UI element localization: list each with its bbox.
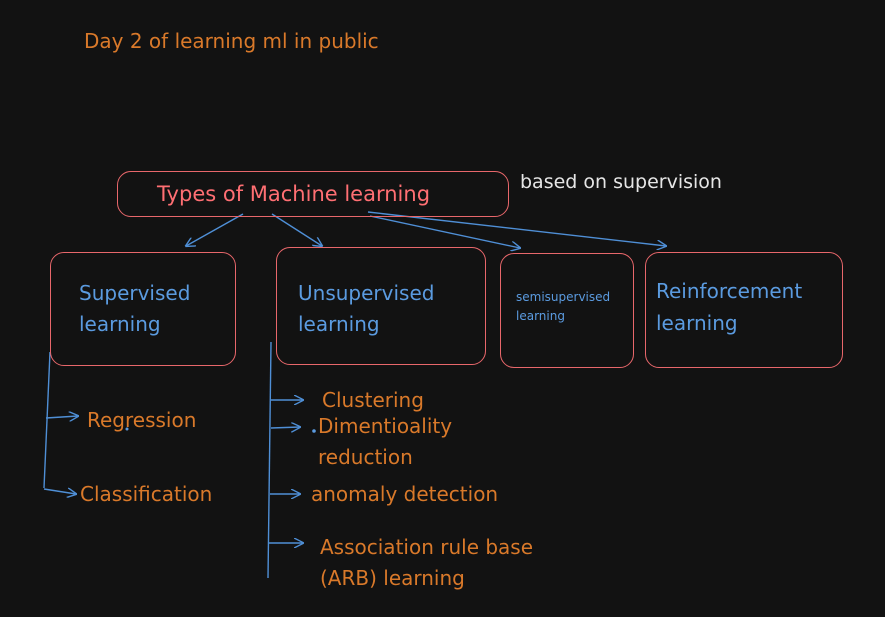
category-box-unsupervised xyxy=(276,247,486,365)
category-reinforcement-line2: learning xyxy=(656,311,738,335)
category-unsupervised-line2: learning xyxy=(298,312,380,336)
item-dimensionality-line2: reduction xyxy=(318,445,413,469)
arrow-to-reinforcement xyxy=(367,211,666,246)
arrow-to-unsupervised xyxy=(271,213,322,246)
item-association-line2: (ARB) learning xyxy=(320,566,465,590)
root-node-box xyxy=(117,171,509,217)
root-note: based on supervision xyxy=(520,171,722,193)
category-semisupervised-line2: learning xyxy=(516,309,565,323)
category-box-semisupervised xyxy=(500,253,634,368)
category-reinforcement-line1: Reinforcement xyxy=(656,279,803,303)
root-node-label: Types of Machine learning xyxy=(157,182,431,206)
arrow-to-semisupervised xyxy=(369,215,520,248)
category-box-supervised xyxy=(50,252,236,366)
arrow-to-classification xyxy=(43,489,76,494)
item-dimensionality-line1: Dimentioality xyxy=(318,414,453,438)
arrow-to-regression xyxy=(45,416,78,418)
item-clustering: Clustering xyxy=(322,388,424,412)
category-box-reinforcement xyxy=(645,252,843,368)
item-classification: Classification xyxy=(80,482,213,506)
arrow-to-dimensionality xyxy=(270,427,300,428)
supervised-branch-line xyxy=(43,351,51,489)
stray-dot xyxy=(312,429,316,433)
page-title: Day 2 of learning ml in public xyxy=(84,29,379,53)
category-unsupervised-line1: Unsupervised xyxy=(298,281,435,305)
unsupervised-branch-line xyxy=(267,341,272,579)
category-supervised-line1: Supervised xyxy=(79,281,191,305)
stray-dot-2 xyxy=(125,427,129,431)
item-anomaly-detection: anomaly detection xyxy=(311,482,499,506)
arrow-to-supervised xyxy=(186,213,244,246)
category-semisupervised-line1: semisupervised xyxy=(516,290,611,304)
category-supervised-line2: learning xyxy=(79,312,161,336)
item-regression: Regression xyxy=(87,408,197,432)
item-association-line1: Association rule base xyxy=(320,535,534,559)
